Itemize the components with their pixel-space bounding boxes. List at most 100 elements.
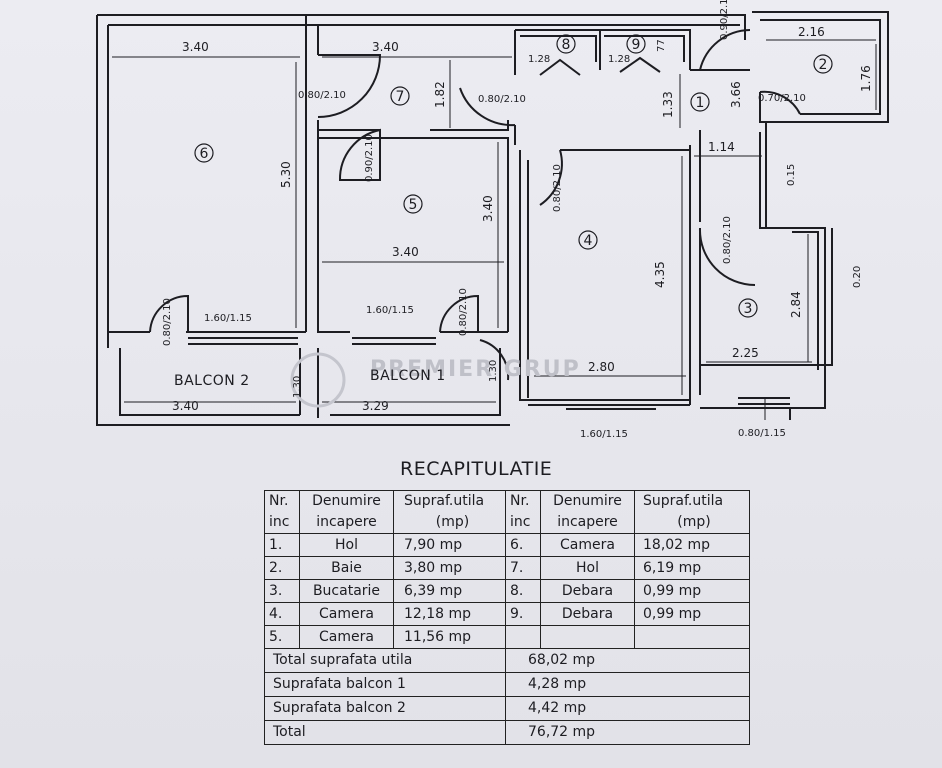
balcon-outline [119, 348, 300, 416]
dim-door-5-4: 0.80/2.10 [552, 164, 563, 212]
room-3-walls [700, 227, 826, 409]
dim-room4-height: 4.35 [653, 261, 667, 288]
table-row: 2. Baie 3,80 mp 7. Hol 6,19 mp [264, 556, 750, 580]
dim-door-7-5: 0.90/2.10 [364, 134, 375, 182]
dim-door-balcon1: 0.80/2.10 [458, 288, 469, 336]
door-arc-2 [759, 90, 801, 115]
room-number-5: 5 [409, 197, 418, 213]
dim-room6-height: 5.30 [279, 161, 293, 188]
door-arc-7-6 [317, 54, 382, 118]
row-area: 7,90 mp [393, 533, 506, 557]
row-name: Bucatarie [299, 579, 394, 603]
recap-title: RECAPITULATIE [400, 458, 553, 480]
header-sup-sub-2: (mp) [634, 512, 750, 534]
room-marker-5 [403, 194, 423, 214]
dim-room3-height: 2.84 [789, 291, 803, 318]
row-name-right: Debara [540, 602, 635, 626]
balcon-2-label: BALCON 2 [174, 373, 250, 389]
dim-balcon2-width: 3.40 [172, 399, 199, 413]
room-5-sill [352, 337, 436, 345]
row-name: Hol [299, 533, 394, 557]
dim-door-balcon2: 0.80/2.10 [162, 298, 173, 346]
total-value: 68,02 mp [505, 648, 750, 673]
dim-room2-height: 1.76 [859, 65, 873, 92]
row-area: 11,56 mp [393, 625, 506, 649]
row-area-right: 0,99 mp [634, 579, 750, 603]
dim-room8-width: 1.28 [528, 54, 550, 65]
dim-room2-width: 2.16 [798, 25, 825, 39]
total-label: Total [264, 720, 506, 745]
row-area-right: 6,19 mp [634, 556, 750, 580]
room-2-inner [760, 19, 881, 115]
watermark-text: PREMIER GRUP [370, 357, 581, 382]
dim-entry-door: 0.90/2.10 [719, 0, 730, 40]
row-nr-right: 7. [505, 556, 541, 580]
dim-room5-width: 3.40 [392, 245, 419, 259]
dim-window-3: 0.80/1.15 [738, 428, 786, 439]
door-arc-8 [539, 58, 581, 76]
header-name: Denumire [299, 490, 394, 512]
room-marker-9 [626, 34, 646, 54]
header-nr-2: Nr. [505, 490, 541, 512]
dim-window-4: 1.60/1.15 [580, 429, 628, 440]
row-name: Camera [299, 602, 394, 626]
room-5-walls [317, 130, 509, 333]
total-value: 4,42 mp [505, 696, 750, 721]
room-number-4: 4 [584, 233, 593, 249]
door-arc-5-4 [539, 149, 563, 206]
row-area: 6,39 mp [393, 579, 506, 603]
room-marker-8 [556, 34, 576, 54]
storage-inner [520, 35, 685, 62]
row-nr-right: 8. [505, 579, 541, 603]
header-sup-2: Supraf.utila [634, 490, 750, 512]
room-marker-4 [578, 230, 598, 250]
recap-header-row-2: inc incapere (mp) inc incapere (mp) [264, 512, 750, 534]
dim-balcon2-depth: 1.30 [292, 376, 303, 398]
room-number-9: 9 [632, 37, 641, 53]
door-arc-6 [149, 294, 189, 333]
recap-table: Nr. Denumire Supraf.utila Nr. Denumire S… [264, 490, 750, 745]
row-nr-right: 9. [505, 602, 541, 626]
dim-room7-height: 1.82 [433, 81, 447, 108]
dim-room9-width: 1.28 [608, 54, 630, 65]
dim-room7-width: 3.40 [372, 40, 399, 54]
door-arc-balcon1 [479, 339, 510, 381]
header-sup: Supraf.utila [393, 490, 506, 512]
total-row: Suprafata balcon 2 4,42 mp [264, 696, 750, 721]
room-marker-2 [813, 54, 833, 74]
room-marker-6 [194, 143, 214, 163]
header-nr: Nr. [264, 490, 300, 512]
watermark-logo [290, 352, 346, 408]
room-4-outer [527, 160, 691, 406]
room-4-sill [566, 399, 656, 410]
door-arc-entry [699, 29, 751, 71]
room-7-walls [317, 25, 380, 131]
table-row: 1. Hol 7,90 mp 6. Camera 18,02 mp [264, 533, 750, 557]
row-name: Camera [299, 625, 394, 649]
dim-window-6: 1.60/1.15 [204, 313, 252, 324]
storage-walls [514, 29, 691, 75]
total-label: Suprafata balcon 2 [264, 696, 506, 721]
door-arc-9 [619, 56, 661, 73]
row-nr: 2. [264, 556, 300, 580]
dim-door-7-4: 0.80/2.10 [478, 94, 526, 105]
dim-room5-height: 3.40 [481, 195, 495, 222]
total-label: Suprafata balcon 1 [264, 672, 506, 697]
table-row: 4. Camera 12,18 mp 9. Debara 0,99 mp [264, 602, 750, 626]
dim-room9-depth: 77 [656, 39, 667, 52]
row-area: 12,18 mp [393, 602, 506, 626]
door-arc-7-4 [459, 87, 516, 127]
row-nr-right: 6. [505, 533, 541, 557]
header-name-sub-2: incapere [540, 512, 635, 534]
total-row: Total suprafata utila 68,02 mp [264, 648, 750, 673]
balcon-1-label: BALCON 1 [370, 368, 446, 384]
row-area-right: 18,02 mp [634, 533, 750, 557]
table-row: 3. Bucatarie 6,39 mp 8. Debara 0,99 mp [264, 579, 750, 603]
row-nr: 4. [264, 602, 300, 626]
dim-door-7-6: 0.80/2.10 [298, 90, 346, 101]
header-name-2: Denumire [540, 490, 635, 512]
dim-door-2: 0.70/2.10 [758, 93, 806, 104]
room-marker-7 [390, 86, 410, 106]
room-3-inner [700, 228, 833, 370]
dim-balcon1-depth: 1.30 [488, 360, 499, 382]
